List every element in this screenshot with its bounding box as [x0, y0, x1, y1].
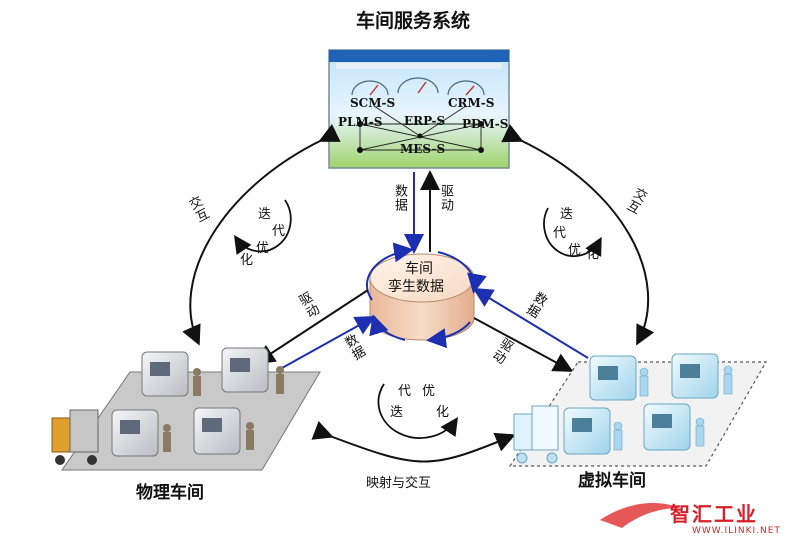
iter-left-you: 优 — [256, 241, 270, 256]
service-cylinder-links — [404, 170, 440, 254]
interaction-arcs — [182, 123, 655, 463]
iter-right-hua: 化 — [586, 247, 600, 262]
watermark-logo-text: 智汇工业 — [670, 502, 758, 526]
iteration-loops — [233, 199, 602, 439]
module-mes: MES-S — [400, 142, 446, 156]
iter-bottom-die: 迭 — [390, 405, 404, 420]
module-crm: CRM-S — [448, 96, 495, 110]
iter-left-die: 迭 — [258, 207, 272, 222]
watermark-url: WWW.ILINKI.NET — [692, 526, 781, 536]
iter-left-hua: 化 — [240, 253, 254, 268]
iter-bottom-hua: 化 — [436, 405, 450, 420]
label-drive-top: 驱动 — [438, 184, 453, 212]
iter-right-you: 优 — [568, 243, 582, 258]
physical-workshop-scene — [51, 347, 321, 471]
watermark-logo-mark — [600, 503, 680, 528]
virtual-workshop-scene — [508, 353, 768, 467]
label-data-top: 数据 — [392, 184, 407, 212]
service-system-screen — [328, 49, 510, 169]
module-erp: ERP-S — [404, 114, 446, 128]
twin-data-cylinder — [365, 242, 487, 349]
physical-workshop-label: 物理车间 — [136, 483, 204, 503]
center-label-line1: 车间 — [405, 261, 433, 277]
center-label-line2: 孪生数据 — [388, 279, 444, 295]
iter-right-dai: 代 — [553, 226, 567, 241]
iter-left-dai: 代 — [272, 224, 286, 239]
virtual-workshop-label: 虚拟车间 — [578, 471, 646, 491]
module-plm: PLM-S — [338, 115, 383, 129]
iter-bottom-you: 优 — [422, 384, 436, 399]
iter-right-die: 迭 — [560, 207, 574, 222]
module-pdm: PDM-S — [462, 117, 509, 131]
diagram-title: 车间服务系统 — [356, 10, 471, 32]
module-scm: SCM-S — [350, 96, 396, 110]
label-mapping-interact: 映射与交互 — [366, 476, 432, 491]
iter-bottom-dai: 代 — [398, 384, 412, 399]
